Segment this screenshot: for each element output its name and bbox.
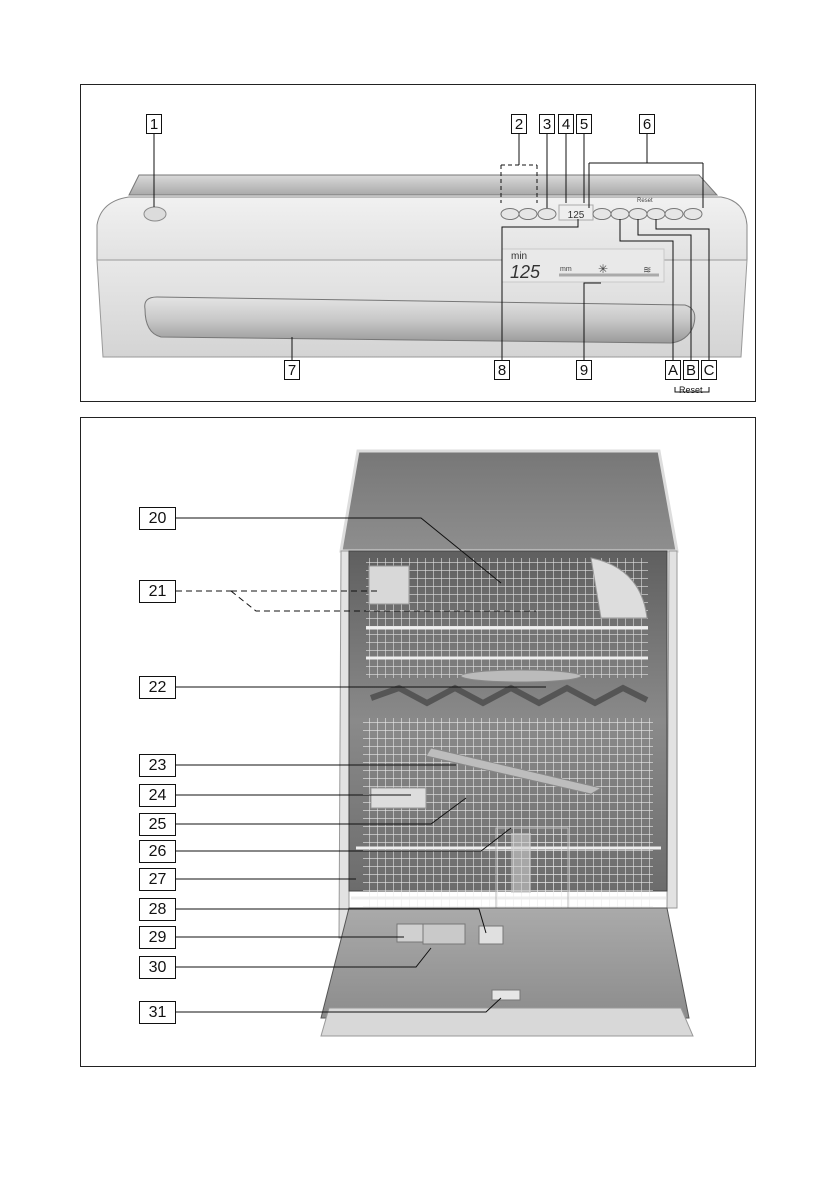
door-inner bbox=[320, 907, 690, 1019]
callout-23: 23 bbox=[139, 754, 176, 777]
cutlery-basket bbox=[495, 827, 569, 909]
panel-top-lid bbox=[128, 174, 719, 196]
rating-plate bbox=[491, 989, 521, 1001]
callout-22: 22 bbox=[139, 676, 176, 699]
leader-line-31 bbox=[176, 997, 502, 1013]
callout-29: 29 bbox=[139, 926, 176, 949]
leader-line-21 bbox=[176, 590, 536, 612]
callout-24: 24 bbox=[139, 784, 176, 807]
small-items-rack bbox=[370, 787, 427, 809]
leader-line-8 bbox=[501, 219, 579, 361]
lower-spray-arm bbox=[425, 747, 603, 795]
callout-9: 9 bbox=[576, 360, 592, 380]
callout-2: 2 bbox=[511, 114, 527, 134]
dishwasher-control-panel-illustration: 125 Reset min 125 mm ✳ ≋ bbox=[96, 133, 748, 393]
leader-line-A bbox=[619, 219, 674, 361]
callout-6: 6 bbox=[639, 114, 655, 134]
program-button bbox=[646, 208, 666, 220]
cabinet-left-side bbox=[338, 550, 350, 939]
detergent-dispenser bbox=[422, 923, 466, 945]
program-button bbox=[592, 208, 612, 220]
program-button bbox=[518, 208, 538, 220]
leader-line-C bbox=[655, 219, 710, 361]
worktop bbox=[339, 449, 679, 553]
cup-shelf bbox=[590, 557, 648, 619]
callout-27: 27 bbox=[139, 868, 176, 891]
panel-reset-print: Reset bbox=[637, 198, 653, 204]
upper-spray-arm bbox=[460, 669, 582, 683]
callout-21: 21 bbox=[139, 580, 176, 603]
door-handle bbox=[144, 296, 696, 344]
callout-1: 1 bbox=[146, 114, 162, 134]
leader-line-28 bbox=[176, 908, 487, 934]
dishwasher-interior-illustration bbox=[176, 449, 694, 1037]
reset-bracket bbox=[674, 387, 710, 393]
splash-strip bbox=[369, 684, 649, 707]
leader-line-30 bbox=[176, 947, 432, 968]
callout-A: A bbox=[665, 360, 681, 380]
dispenser-catch bbox=[478, 925, 504, 945]
cabinet-right-side bbox=[666, 550, 678, 909]
program-button bbox=[664, 208, 684, 220]
program-button bbox=[628, 208, 648, 220]
leader-line-9 bbox=[583, 282, 601, 361]
leader-line-25 bbox=[176, 797, 467, 825]
callout-25: 25 bbox=[139, 813, 176, 836]
callout-C: C bbox=[701, 360, 717, 380]
display-time: 125 bbox=[510, 262, 541, 282]
leader-line-6 bbox=[588, 133, 704, 208]
callout-3: 3 bbox=[539, 114, 555, 134]
callout-7: 7 bbox=[284, 360, 300, 380]
interior-figure: 20 21 22 23 24 25 26 27 28 29 30 31 bbox=[80, 417, 756, 1067]
callout-26: 26 bbox=[139, 840, 176, 863]
callout-8: 8 bbox=[494, 360, 510, 380]
leader-line-B bbox=[637, 219, 692, 361]
control-panel-figure: 125 Reset min 125 mm ✳ ≋ bbox=[80, 84, 756, 402]
callout-30: 30 bbox=[139, 956, 176, 979]
main-switch-button bbox=[143, 206, 167, 222]
program-button bbox=[537, 208, 557, 220]
display-unit: min bbox=[511, 251, 527, 262]
callout-20: 20 bbox=[139, 507, 176, 530]
leader-line-2-bracket bbox=[500, 164, 538, 203]
callout-31: 31 bbox=[139, 1001, 176, 1024]
program-button bbox=[500, 208, 520, 220]
callout-28: 28 bbox=[139, 898, 176, 921]
display-dry-symbol: ≋ bbox=[643, 265, 651, 276]
display-salt-symbol: ✳ bbox=[598, 262, 608, 276]
leader-line-20 bbox=[176, 517, 502, 584]
callout-4: 4 bbox=[558, 114, 574, 134]
program-button bbox=[683, 208, 703, 220]
rinse-aid-dispenser bbox=[396, 923, 424, 943]
leader-line-26 bbox=[176, 827, 512, 852]
program-button bbox=[610, 208, 630, 220]
callout-5: 5 bbox=[576, 114, 592, 134]
small-display-value: 125 bbox=[568, 210, 585, 221]
knife-shelf bbox=[368, 565, 410, 605]
callout-B: B bbox=[683, 360, 699, 380]
display-rinse-aid-symbol: mm bbox=[560, 266, 572, 273]
reset-caption: Reset bbox=[679, 385, 703, 395]
